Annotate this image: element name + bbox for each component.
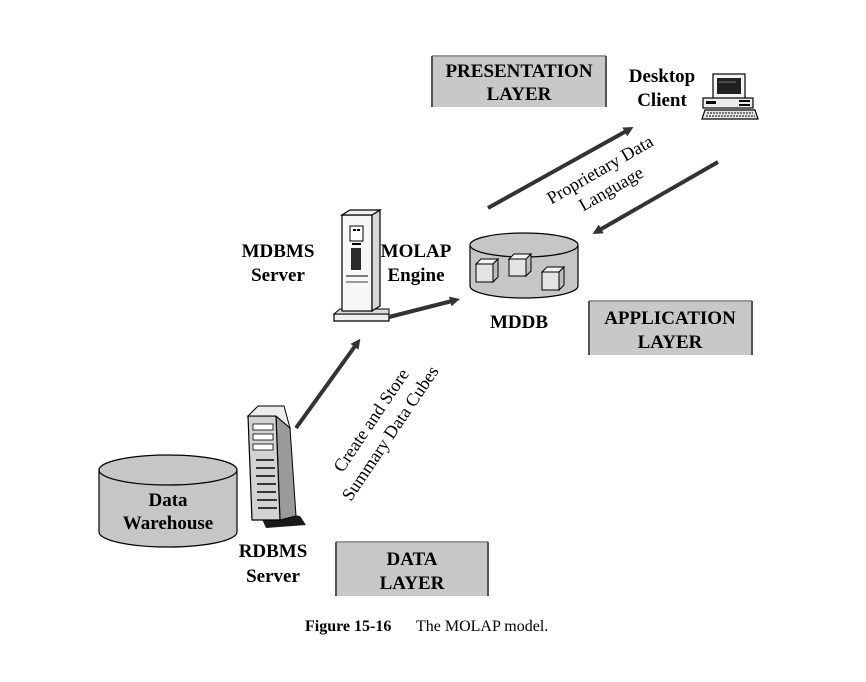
arrow-client-to-mddb xyxy=(592,160,719,234)
application-layer-box: APPLICATION LAYER xyxy=(588,300,753,355)
figure-number: Figure 15-16 xyxy=(305,618,391,635)
data-warehouse-line1: Data xyxy=(148,490,188,511)
data-warehouse-line2: Warehouse xyxy=(123,513,213,534)
data-warehouse-cylinder xyxy=(98,454,238,548)
mdbms-server-line1: MDBMS xyxy=(242,241,315,262)
data-cube-icon xyxy=(540,265,566,292)
desktop-client-line2: Client xyxy=(637,90,687,111)
presentation-layer-line2: LAYER xyxy=(487,84,552,105)
presentation-layer-box: PRESENTATION LAYER xyxy=(431,55,607,107)
data-cube-icon xyxy=(474,257,500,284)
data-layer-line1: DATA xyxy=(386,549,437,570)
mdbms-server-icon xyxy=(332,208,390,322)
arrow-mdbms-to-mddb xyxy=(388,296,460,319)
rdbms-server-line2: Server xyxy=(246,566,300,587)
mdbms-server-line2: Server xyxy=(251,265,305,286)
data-layer-line2: LAYER xyxy=(380,573,445,594)
application-layer-line2: LAYER xyxy=(638,332,703,353)
desktop-client-line1: Desktop xyxy=(629,66,696,87)
proprietary-annotation: Proprietary Data Language xyxy=(543,131,656,215)
molap-engine-line2: Engine xyxy=(387,265,444,286)
data-cube-icon xyxy=(507,252,533,278)
desktop-computer-icon xyxy=(701,73,759,120)
presentation-layer-line1: PRESENTATION xyxy=(445,61,592,82)
mddb-cylinder xyxy=(469,232,579,299)
rdbms-server-icon xyxy=(246,405,306,528)
arrow-mddb-to-client xyxy=(487,127,634,210)
data-layer-box: DATA LAYER xyxy=(335,541,489,596)
arrow-rdbms-to-mdbms xyxy=(294,338,361,430)
application-layer-line1: APPLICATION xyxy=(604,308,736,329)
mddb-label: MDDB xyxy=(490,312,548,333)
rdbms-server-line1: RDBMS xyxy=(239,541,308,562)
molap-engine-line1: MOLAP xyxy=(381,241,452,262)
figure-caption: The MOLAP model. xyxy=(416,618,548,635)
